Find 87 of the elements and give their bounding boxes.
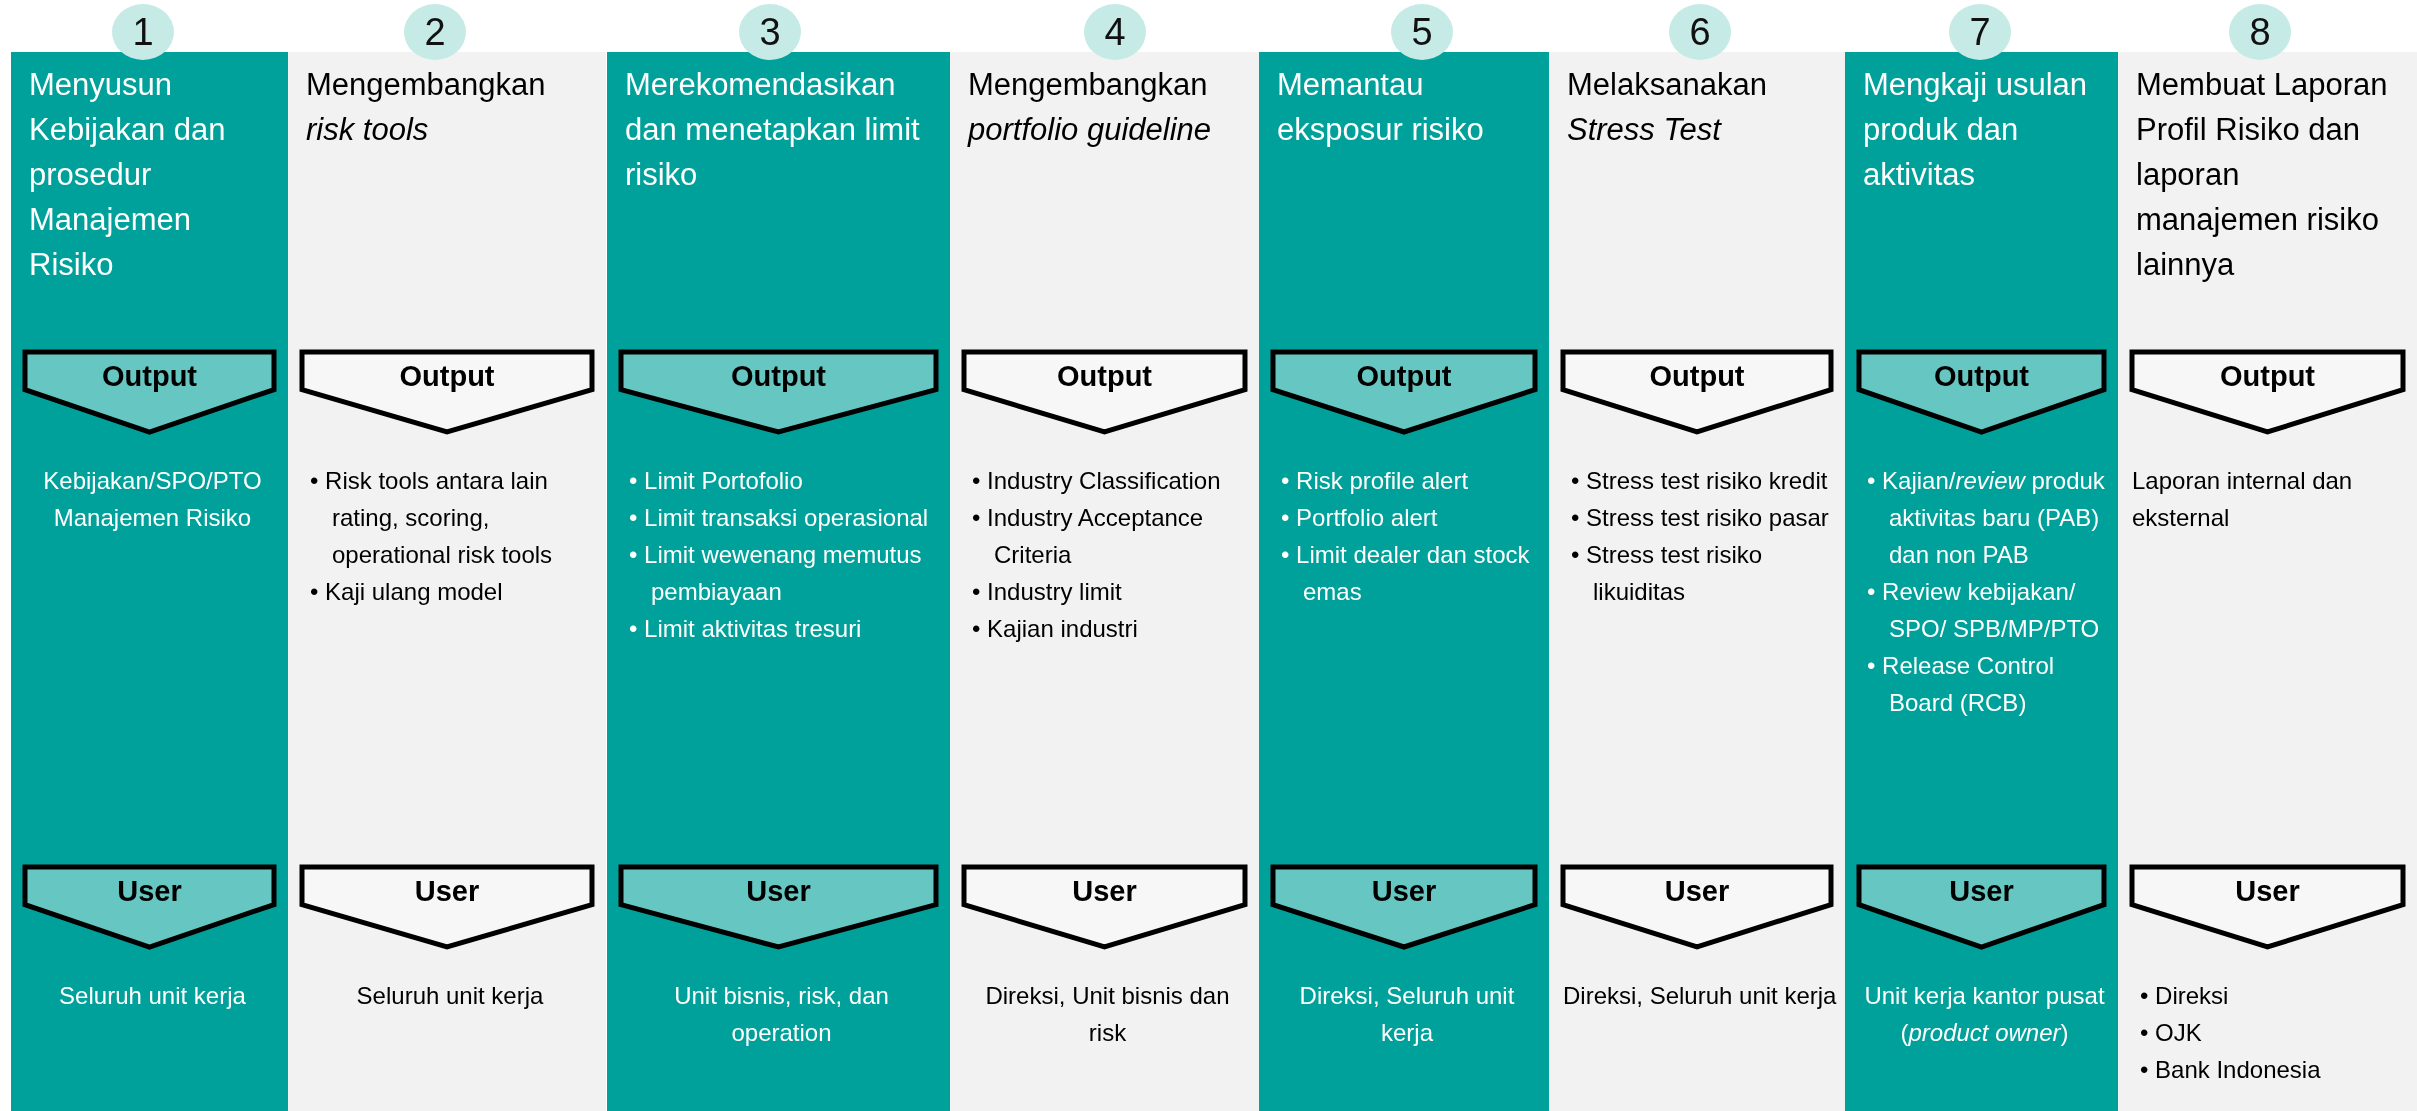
chevron-label: Output [101, 360, 198, 393]
list-item: • Limit Portofolio [628, 466, 804, 496]
column-title: Membuat Laporan Profil Risiko dan laporan manajemen risiko lainnya [2136, 66, 2389, 284]
chevron-banner [1859, 867, 2104, 947]
chevron-banner [1859, 352, 2104, 432]
chevron-label: Output [2219, 360, 2316, 393]
chevron-banner [25, 352, 274, 432]
chevron-label: Output [1355, 360, 1453, 393]
list-item: • Stress test risiko pasar [1570, 503, 1830, 533]
step-number-badge: 6 [1669, 4, 1731, 60]
column-panel [2118, 52, 2417, 1111]
step-number-badge: 8 [2229, 4, 2291, 60]
description-text: Kebijakan/SPO/PTO Manajemen Risiko [42, 466, 263, 533]
chevron-label: User [413, 875, 481, 908]
list-item: • Kaji ulang model [309, 577, 504, 607]
description-text: Seluruh unit kerja [58, 981, 247, 1011]
column-panel [1845, 52, 2118, 1111]
chevron-banner [302, 867, 592, 947]
list-item: • Risk tools antara lain rating, scoring, operational risk tools [309, 466, 554, 570]
chevron-banner [1563, 867, 1831, 947]
step-number-badge: 5 [1391, 4, 1453, 60]
chevron-label: User [1948, 875, 2015, 908]
chevron-banner [1273, 867, 1535, 947]
chevron-banner [964, 867, 1245, 947]
chevron-banner [1563, 352, 1831, 432]
chevron-banner [25, 867, 274, 947]
chevron-label: User [2234, 875, 2301, 908]
chevron-label: Output [398, 360, 496, 393]
description-text: Unit kerja kantor pusat (product owner) [1863, 981, 2106, 1048]
column-panel [607, 52, 950, 1111]
chevron-label: Output [1648, 360, 1746, 393]
list-item: • Limit transaksi operasional [628, 503, 930, 533]
chevron-banner [964, 352, 1245, 432]
column-panel [950, 52, 1259, 1111]
list-item: • Kajian/review produk aktivitas baru (PAB) dan non PAB [1866, 466, 2106, 570]
list-item: • Limit dealer dan stock emas [1280, 540, 1531, 607]
chevron-banner [1273, 352, 1535, 432]
chevron-banner [621, 352, 936, 432]
list-item: • Kajian industri [971, 614, 1139, 644]
step-number-badge: 4 [1084, 4, 1146, 60]
chevron-banner [621, 867, 936, 947]
column-panel [1549, 52, 1845, 1111]
column-title: Memantau eksposur risiko [1277, 66, 1485, 149]
chevron-label: Output [730, 360, 827, 393]
list-item: • Review kebijakan/ SPO/ SPB/MP/PTO [1866, 577, 2101, 644]
list-item: • Stress test risiko kredit [1570, 466, 1829, 496]
list-item: • Limit aktivitas tresuri [628, 614, 863, 644]
list-item: • Risk profile alert [1280, 466, 1470, 496]
column-panel [288, 52, 606, 1111]
column-title: Menyusun Kebijakan dan prosedur Manajemen Risiko [29, 66, 227, 284]
description-text: Direksi, Seluruh unit kerja [1298, 981, 1516, 1048]
list-item: • Bank Indonesia [2139, 1055, 2322, 1085]
chevron-banner [302, 352, 592, 432]
description-text: Seluruh unit kerja [355, 981, 545, 1011]
chevron-label: User [1071, 875, 1138, 908]
chevron-label: User [1370, 875, 1438, 908]
chevron-label: User [1663, 875, 1731, 908]
chevron-banner [2132, 352, 2403, 432]
step-number-badge: 7 [1949, 4, 2011, 60]
step-number-badge: 3 [739, 4, 801, 60]
list-item: • Release Control Board (RCB) [1866, 651, 2056, 718]
chevron-label: User [116, 875, 183, 908]
description-text: Unit bisnis, risk, dan operation [673, 981, 890, 1048]
step-number-badge: 2 [404, 4, 466, 60]
chevron-label: Output [1056, 360, 1153, 393]
chevron-banner [2132, 867, 2403, 947]
chevron-label: User [745, 875, 812, 908]
description-text: Laporan internal dan eksternal [2132, 466, 2354, 533]
column-title: Merekomendasikan dan menetapkan limit risiko [625, 66, 921, 194]
description-text: Direksi, Seluruh unit kerja [1563, 981, 1837, 1011]
list-item: • Industry limit [971, 577, 1123, 607]
column-panel [11, 52, 288, 1111]
column-title: Mengembangkan risk tools [306, 66, 547, 149]
description-text: Direksi, Unit bisnis dan risk [984, 981, 1231, 1048]
step-number-badge: 1 [112, 4, 174, 60]
list-item: • Industry Classification [971, 466, 1222, 496]
column-title: Mengembangkan portfolio guideline [968, 66, 1212, 149]
chevron-label: Output [1933, 360, 2030, 393]
list-item: • Direksi [2139, 981, 2230, 1011]
column-panel [1259, 52, 1549, 1111]
list-item: • Stress test risiko likuiditas [1570, 540, 1764, 607]
list-item: • OJK [2139, 1018, 2203, 1048]
list-item: • Portfolio alert [1280, 503, 1439, 533]
list-item: • Industry Acceptance Criteria [971, 503, 1205, 570]
column-title: Melaksanakan Stress Test [1567, 66, 1768, 149]
column-title: Mengkaji usulan produk dan aktivitas [1863, 66, 2089, 194]
list-item: • Limit wewenang memutus pembiayaan [628, 540, 923, 607]
